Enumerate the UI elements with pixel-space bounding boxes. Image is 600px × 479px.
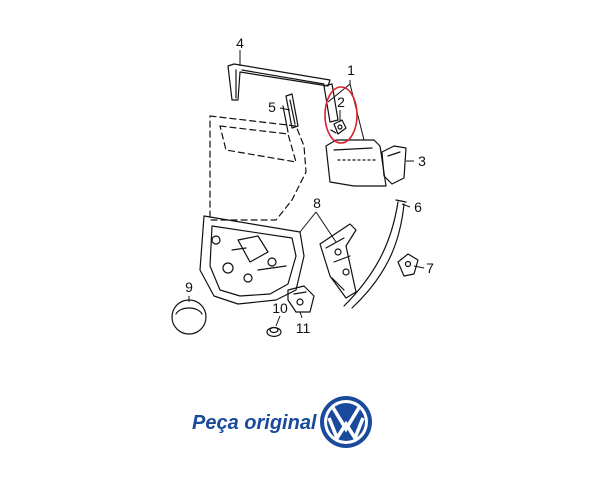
door-outline: [209, 115, 307, 221]
part-4-frame-channel: [227, 63, 331, 101]
callout-11: 11: [296, 320, 311, 336]
callout-7: 7: [426, 260, 434, 276]
part-1-door-glass: [325, 139, 387, 187]
part-11-motor-bracket: [287, 285, 315, 313]
callout-9: 9: [185, 279, 193, 295]
callout-3: 3: [418, 153, 426, 169]
callout-8: 8: [313, 195, 321, 211]
part-7-bracket: [397, 253, 419, 277]
volkswagen-logo-icon: [320, 396, 372, 448]
brand-label: Peça original: [192, 412, 317, 434]
part-5-window-channel: [282, 93, 299, 133]
callout-5: 5: [268, 99, 276, 115]
callout-4: 4: [236, 35, 244, 51]
part-6-door-seal: [343, 199, 407, 309]
part-10-grommet: [266, 326, 282, 338]
callout-2: 2: [337, 94, 345, 110]
part-9-round-cover: [171, 299, 207, 335]
leader-lines: [188, 50, 425, 327]
callout-1: 1: [347, 62, 355, 78]
part-1-pillar-strip: [323, 83, 339, 123]
door-inner-panel: [199, 215, 305, 305]
callout-10: 10: [272, 300, 288, 316]
part-3-quarter-glass: [381, 145, 407, 185]
part-2-clip: [330, 119, 347, 135]
part-8-window-regulator: [319, 223, 357, 299]
highlight-oval: [324, 86, 358, 144]
callout-6: 6: [414, 199, 422, 215]
